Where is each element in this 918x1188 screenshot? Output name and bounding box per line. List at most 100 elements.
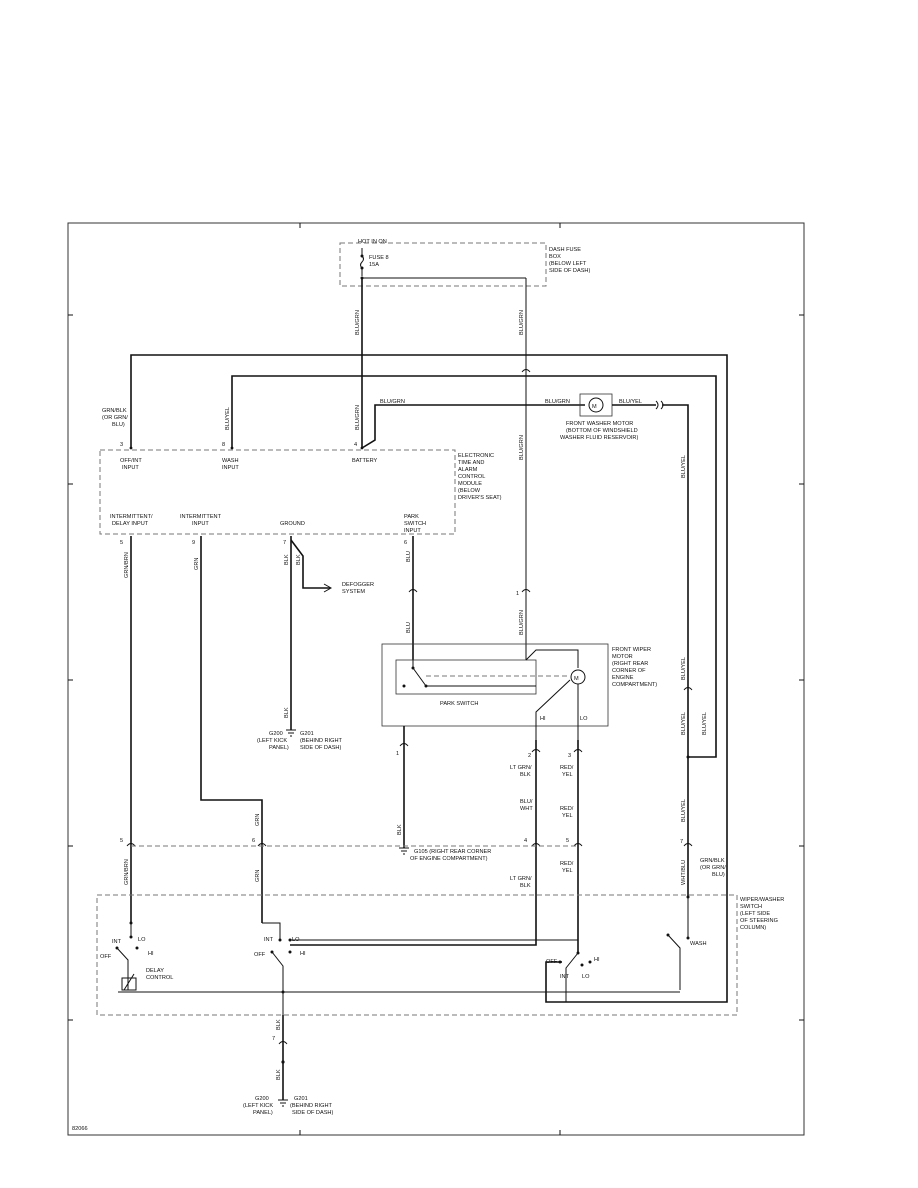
- svg-text:GRN/BRN: GRN/BRN: [124, 859, 130, 885]
- svg-text:2: 2: [528, 753, 531, 759]
- svg-text:3: 3: [120, 442, 123, 448]
- svg-text:1: 1: [516, 591, 519, 597]
- ground-upper-right: G201 (BEHIND RIGHT SIDE OF DASH): [300, 731, 343, 751]
- svg-text:BLK: BLK: [276, 1069, 282, 1080]
- wiper-switch-desc: WIPER/WASHER SWITCH (LEFT SIDE OF STEERI…: [740, 897, 786, 931]
- svg-text:LO: LO: [292, 937, 300, 943]
- defogger-label: DEFOGGER SYSTEM: [342, 582, 376, 595]
- figure-id: 82066: [72, 1126, 88, 1132]
- svg-text:WASH: WASH: [690, 941, 707, 947]
- svg-text:GRN/BRN: GRN/BRN: [124, 552, 130, 578]
- svg-text:BLU/YEL: BLU/YEL: [681, 799, 687, 822]
- ground-symbol-g105: [399, 847, 409, 855]
- svg-text:OFF: OFF: [254, 952, 266, 958]
- wire-grn: [200, 536, 263, 923]
- washer-motor-symbol: [588, 397, 604, 413]
- svg-text:BLU/YEL: BLU/YEL: [702, 712, 708, 735]
- fuse-box-outline: [339, 242, 547, 287]
- svg-text:INT: INT: [264, 937, 274, 943]
- control-module-outline: [99, 449, 456, 535]
- svg-text:WHT/BLU: WHT/BLU: [681, 860, 687, 885]
- wiper-motor-outline: [381, 643, 609, 727]
- svg-text:8: 8: [222, 442, 225, 448]
- svg-text:BLK: BLK: [284, 554, 290, 565]
- svg-text:M: M: [574, 676, 579, 682]
- svg-text:BLU/YEL: BLU/YEL: [225, 407, 231, 430]
- svg-text:BLK: BLK: [296, 554, 302, 565]
- fuse-label: FUSE 8: [369, 255, 389, 261]
- svg-text:3: 3: [568, 753, 571, 759]
- svg-text:6: 6: [252, 838, 255, 844]
- svg-text:BLU/YEL: BLU/YEL: [681, 657, 687, 680]
- svg-text:BLU/GRN: BLU/GRN: [380, 399, 405, 405]
- svg-text:LO: LO: [138, 937, 146, 943]
- pin-ground: GROUND: [280, 521, 305, 527]
- washer-motor-desc: FRONT WASHER MOTOR (BOTTOM OF WINDSHIELD…: [560, 421, 639, 441]
- svg-text:BLU/GRN: BLU/GRN: [519, 310, 525, 335]
- svg-text:5: 5: [566, 838, 569, 844]
- svg-text:BLU/YEL: BLU/YEL: [681, 712, 687, 735]
- svg-text:LO: LO: [582, 974, 590, 980]
- svg-text:BLU: BLU: [406, 622, 412, 633]
- fuse-hot-label: HOT IN ON: [358, 239, 387, 245]
- ground-lower-right: G201 (BEHIND RIGHT SIDE OF DASH): [290, 1096, 333, 1116]
- park-switch-label: PARK SWITCH: [440, 701, 478, 707]
- ground-lower-left: G200 (LEFT KICK PANEL): [243, 1096, 275, 1116]
- module-desc: ELECTRONIC TIME AND ALARM CONTROL MODULE…: [458, 453, 502, 501]
- wire-label-red-yel-2: RED/ YEL: [560, 806, 575, 819]
- wire-label-lt-grn-blk-2: LT GRN/ BLK: [510, 876, 533, 889]
- svg-text:HI: HI: [300, 951, 306, 957]
- svg-text:HI: HI: [148, 951, 154, 957]
- wire-label-red-yel-3: RED/ YEL: [560, 861, 575, 874]
- svg-text:BLU/GRN: BLU/GRN: [519, 435, 525, 460]
- svg-text:BLU: BLU: [406, 551, 412, 562]
- fuse-box-desc: DASH FUSE BOX (BELOW LEFT SIDE OF DASH): [549, 247, 590, 274]
- wire-label-grn-blk-lower: GRN/BLK (OR GRN/ BLU): [700, 858, 727, 878]
- svg-text:BLK: BLK: [284, 707, 290, 718]
- svg-text:BLU/GRN: BLU/GRN: [519, 610, 525, 635]
- pin-intermittent: INTERMITTENT INPUT: [180, 514, 222, 527]
- wire-label-grn-blk-top: GRN/BLK (OR GRN/ BLU): [102, 408, 129, 428]
- svg-text:OFF: OFF: [546, 959, 558, 965]
- svg-text:GRN: GRN: [255, 814, 261, 826]
- svg-text:6: 6: [404, 540, 407, 546]
- svg-text:INT: INT: [112, 939, 122, 945]
- svg-text:7: 7: [680, 839, 683, 845]
- svg-text:5: 5: [120, 838, 123, 844]
- ground-symbol-upper: [286, 729, 296, 737]
- ground-g105: G105 (RIGHT REAR CORNER OF ENGINE COMPAR…: [410, 849, 493, 862]
- delay-control-label: DELAY CONTROL: [146, 968, 173, 981]
- svg-text:1: 1: [396, 751, 399, 757]
- wire-grn-blk-loop: [130, 354, 728, 1003]
- wire-label-lt-grn-blk-1: LT GRN/ BLK: [510, 765, 533, 778]
- svg-text:BLU/GRN: BLU/GRN: [355, 310, 361, 335]
- svg-text:5: 5: [120, 540, 123, 546]
- pin-offint-input: OFF/INT INPUT: [120, 458, 143, 471]
- svg-text:INT: INT: [560, 974, 570, 980]
- wire-battery-to-washer: [361, 404, 585, 449]
- wire-hi-lt-grn-blk: [290, 740, 537, 946]
- svg-text:HI: HI: [540, 716, 546, 722]
- pin-park-switch-input: PARK SWITCH INPUT: [404, 514, 428, 534]
- svg-text:7: 7: [272, 1036, 275, 1042]
- svg-text:BLK: BLK: [276, 1019, 282, 1030]
- wiper-motor-desc: FRONT WIPER MOTOR (RIGHT REAR CORNER OF …: [612, 647, 657, 688]
- svg-text:BLU/GRN: BLU/GRN: [545, 399, 570, 405]
- fuse-symbol: [360, 248, 364, 276]
- svg-text:4: 4: [524, 838, 527, 844]
- fuse-amp-label: 15A: [369, 262, 379, 268]
- ground-upper-left: G200 (LEFT KICK PANEL): [257, 731, 289, 751]
- svg-text:BLU/YEL: BLU/YEL: [619, 399, 642, 405]
- wire-blu-yel-loop: [231, 375, 717, 758]
- pin-battery: BATTERY: [352, 458, 378, 464]
- pin-wash-input: WASH INPUT: [222, 458, 240, 471]
- svg-text:BLK: BLK: [397, 824, 403, 835]
- svg-text:OFF: OFF: [100, 954, 112, 960]
- svg-text:BLU/GRN: BLU/GRN: [355, 405, 361, 430]
- wire-label-blu-wht: BLU/ WHT: [520, 799, 534, 812]
- svg-text:4: 4: [354, 442, 357, 448]
- wire-label-red-yel-1: RED/ YEL: [560, 765, 575, 778]
- park-switch-box: [395, 659, 537, 695]
- svg-text:9: 9: [192, 540, 195, 546]
